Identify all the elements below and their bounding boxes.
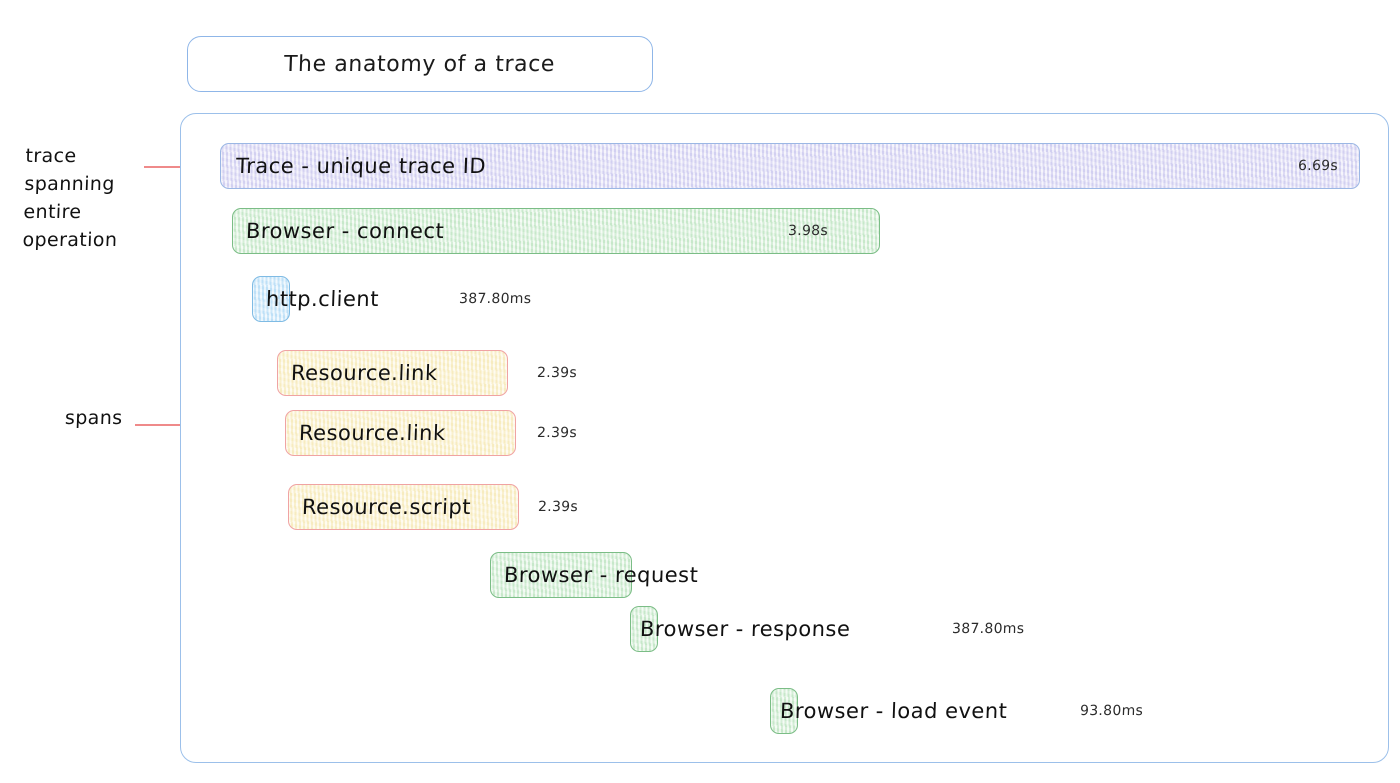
span-label: Browser - response <box>639 617 851 641</box>
span-label: Trace - unique trace ID <box>235 154 487 178</box>
span-duration: 6.69s <box>1297 158 1339 174</box>
span-duration: 3.98s <box>787 223 829 239</box>
annotation-trace-label: trace spanning entire operation <box>22 145 118 251</box>
span-label: Resource.link <box>290 361 439 385</box>
span-row[interactable]: Browser - response 387.80ms <box>630 606 1025 652</box>
span-bar <box>285 410 516 456</box>
span-bar <box>220 143 1360 189</box>
span-bar <box>770 688 798 734</box>
annotation-spans-leader-line <box>135 424 213 426</box>
span-duration: 2.39s <box>536 365 578 381</box>
span-row[interactable]: Trace - unique trace ID 6.69s <box>220 143 1360 189</box>
span-bar <box>252 276 290 322</box>
annotation-trace-leader-line <box>144 166 212 168</box>
span-row[interactable]: Resource.link 2.39s <box>285 410 577 456</box>
span-bar <box>232 208 880 254</box>
span-row[interactable]: http.client 387.80ms <box>252 276 532 322</box>
span-duration: 2.39s <box>536 425 578 441</box>
annotation-spans-label: spans <box>64 407 123 429</box>
span-label: http.client <box>265 287 380 311</box>
span-duration: 387.80ms <box>458 291 532 307</box>
span-label: Browser - load event <box>779 699 1008 723</box>
span-row[interactable]: Resource.script 2.39s <box>288 484 578 530</box>
span-row[interactable]: Browser - connect 3.98s <box>232 208 880 254</box>
span-row[interactable]: Browser - load event 93.80ms <box>770 688 1143 734</box>
span-label: Browser - request <box>503 563 699 587</box>
span-bar <box>288 484 519 530</box>
diagram-title-box: The anatomy of a trace <box>187 36 653 92</box>
span-duration: 93.80ms <box>1079 703 1144 719</box>
span-label: Browser - connect <box>245 219 445 243</box>
span-bar <box>490 552 632 598</box>
span-label: Resource.script <box>301 495 472 519</box>
span-bar <box>277 350 508 396</box>
page-title: The anatomy of a trace <box>284 51 556 77</box>
span-bar <box>630 606 658 652</box>
span-duration: 387.80ms <box>951 621 1025 637</box>
span-duration: 2.39s <box>537 499 579 515</box>
span-row[interactable]: Browser - request <box>490 552 699 598</box>
span-row[interactable]: Resource.link 2.39s <box>277 350 577 396</box>
span-label: Resource.link <box>298 421 447 445</box>
